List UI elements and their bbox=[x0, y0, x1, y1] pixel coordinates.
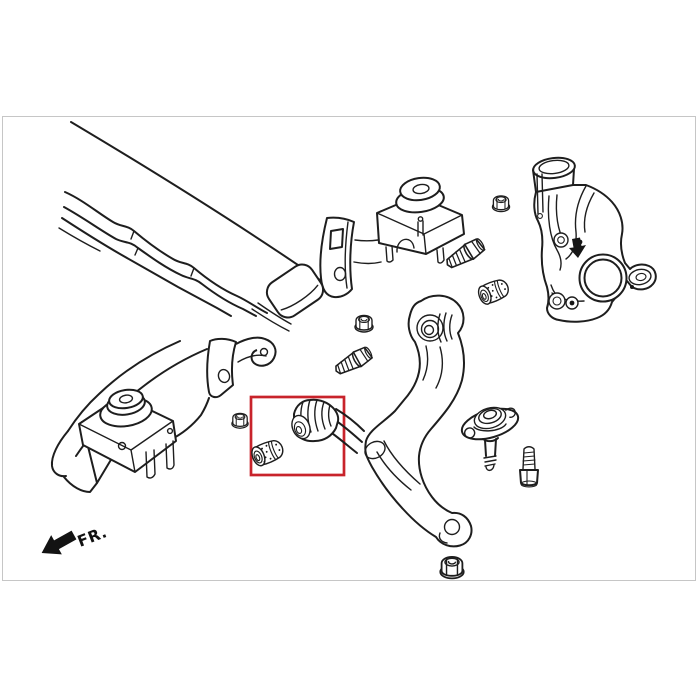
steering-knuckle bbox=[532, 156, 657, 323]
subframe-crossmember bbox=[50, 121, 465, 493]
ball-joint bbox=[460, 406, 520, 472]
body-mount-center bbox=[376, 176, 465, 264]
fr-arrow-icon bbox=[41, 530, 77, 555]
front-lower-control-arm bbox=[291, 294, 473, 548]
diagram-frame bbox=[2, 116, 696, 581]
flange-nut-upper-right bbox=[491, 195, 511, 213]
stabilizer-blob-bracket bbox=[265, 263, 325, 319]
flange-nut-center bbox=[354, 314, 374, 333]
body-mount-left bbox=[78, 388, 177, 479]
control-arm-front-bushing bbox=[291, 398, 340, 443]
flange-nut-bottom bbox=[439, 556, 465, 580]
alignment-arrow-icon bbox=[569, 237, 586, 258]
pinch-bolt bbox=[519, 446, 539, 488]
highlight-box bbox=[249, 395, 346, 477]
stabilizer-clamp-bracket bbox=[206, 336, 277, 399]
mount-bracket-plate bbox=[319, 216, 382, 299]
flange-nut-left bbox=[231, 412, 249, 429]
